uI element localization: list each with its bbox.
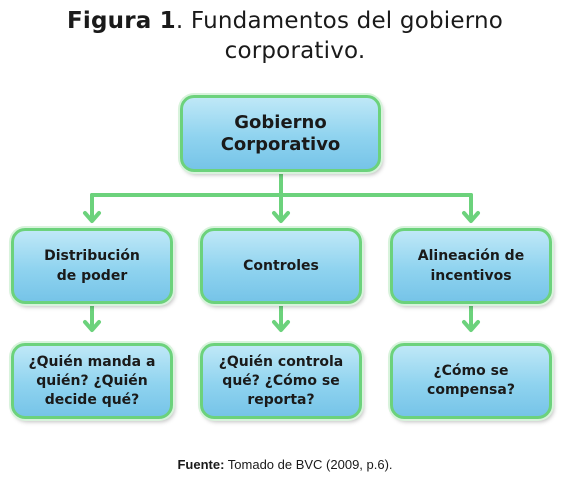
figure-label: Figura 1 [66,8,176,34]
root-label-line1: Gobierno [234,111,327,133]
question-line1: ¿Quién controla [218,353,344,370]
arrowhead-center-lower [272,320,290,332]
arrowhead-left [83,211,101,223]
arrowhead-left-lower [83,320,101,332]
node-label-line1: Controles [243,258,319,274]
source-caption: Fuente: Tomado de BVC (2009, p.6). [0,457,570,472]
node-label-line2: de poder [56,268,128,284]
arrowhead-center [272,211,290,223]
figure-title-line1: . Fundamentos del gobierno [175,8,504,34]
figure-title-line2: corporativo. [224,38,366,64]
question-line3: reporta? [247,391,315,408]
arrowhead-right [462,211,480,223]
question-line3: decide qué? [44,391,140,408]
node-alineacion-de-incentivos: Alineación de incentivos [390,228,552,304]
node-como-se-compensa: ¿Cómo se compensa? [390,343,552,419]
root-label-line2: Corporativo [220,133,341,155]
arrowhead-right-lower [462,320,480,332]
node-label-line2: incentivos [430,268,512,284]
question-line2: quién? ¿Quién [36,372,148,389]
root-node-gobierno-corporativo: Gobierno Corporativo [180,95,381,172]
source-text: Tomado de BVC (2009, p.6). [224,457,393,472]
figure-title: Figura 1. Fundamentos del gobierno corpo… [0,6,570,66]
node-quien-controla: ¿Quién controla qué? ¿Cómo se reporta? [200,343,362,419]
node-label-line1: Distribución [44,248,140,264]
node-distribucion-de-poder: Distribución de poder [11,228,173,304]
source-label: Fuente: [177,457,225,472]
question-line2: qué? ¿Cómo se [222,372,340,389]
node-controles: Controles [200,228,362,304]
question-line2: compensa? [427,382,515,398]
question-line1: ¿Cómo se [433,363,509,379]
question-line1: ¿Quién manda a [28,353,156,370]
node-label-line1: Alineación de [417,248,525,264]
node-quien-manda: ¿Quién manda a quién? ¿Quién decide qué? [11,343,173,419]
